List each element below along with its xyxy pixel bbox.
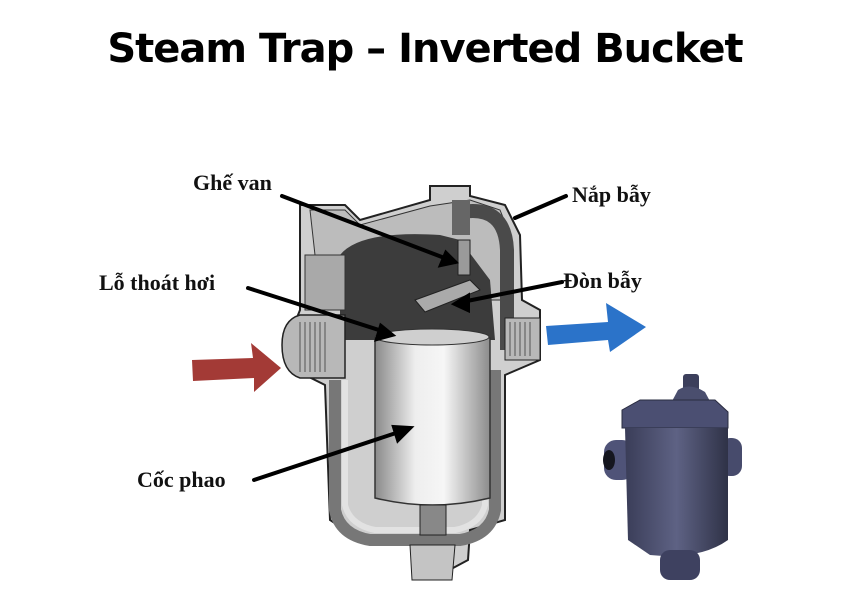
leader-lines: [246, 194, 568, 482]
outlet-arrow-icon: [546, 303, 646, 352]
label-vent-hole: Lỗ thoát hơi: [99, 270, 216, 295]
label-lever: Đòn bẫy: [563, 268, 642, 293]
slide-title: Steam Trap – Inverted Bucket: [107, 26, 743, 72]
label-valve-seat: Ghế van: [193, 170, 272, 195]
inlet-arrow-icon: [192, 343, 281, 392]
trap-cutaway-illustration: [281, 185, 541, 581]
label-bucket: Cốc phao: [137, 467, 226, 492]
trap-product-photo: [603, 374, 742, 580]
label-trap-cap: Nắp bẫy: [572, 182, 651, 207]
